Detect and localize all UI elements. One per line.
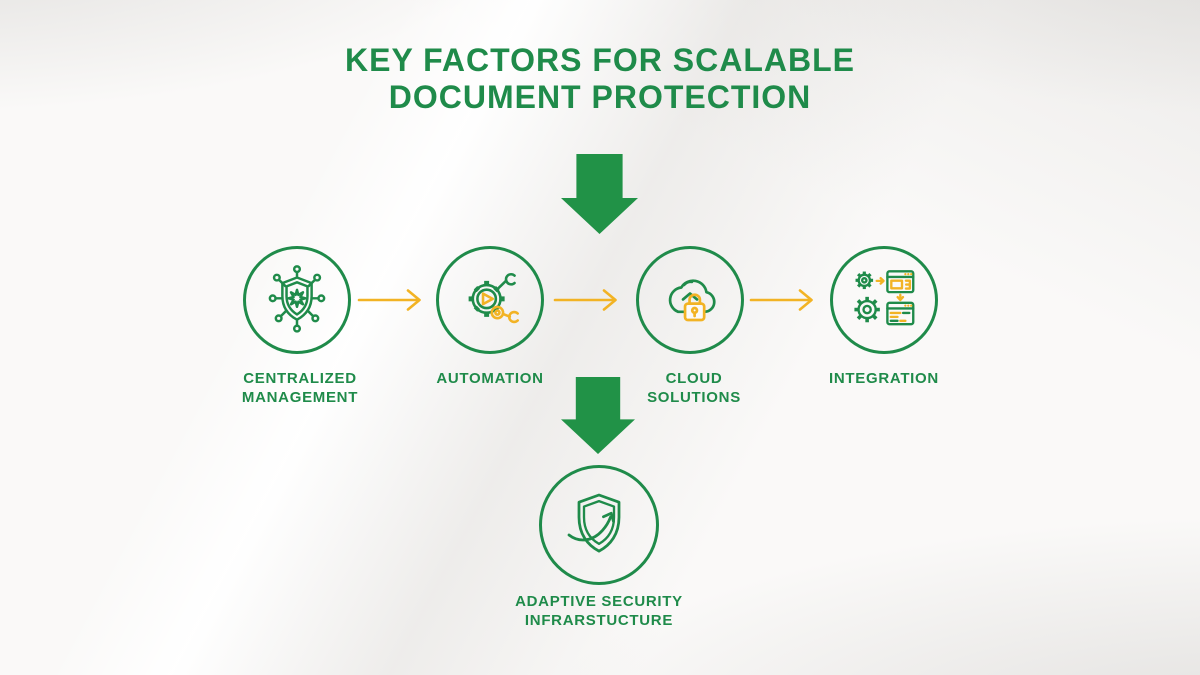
automation-gear-icon [468,272,519,324]
adaptive-shield-icon [567,493,621,553]
label-line: INFRARSTUCTURE [524,612,674,629]
label-cloud-solutions: CLOUD SOLUTIONS [594,369,794,407]
cloud-lock-icon [668,279,716,322]
label-line: AUTOMATION [436,370,544,387]
label-adaptive-security: ADAPTIVE SECURITY INFRARSTUCTURE [479,592,719,630]
node-automation [436,246,544,354]
label-line: INTEGRATION [829,370,939,387]
node-integration [830,246,938,354]
right-arrow-icon [553,289,617,311]
node-cloud-solutions [636,246,744,354]
right-arrow-icon [357,289,421,311]
label-line: SOLUTIONS [647,389,741,406]
page-title: KEY FACTORS FOR SCALABLE DOCUMENT PROTEC… [0,42,1200,116]
label-line: CENTRALIZED [243,370,357,387]
title-line-2: DOCUMENT PROTECTION [388,79,812,115]
label-line: CLOUD [665,370,723,387]
integration-gears-icon [854,270,915,326]
right-arrow-icon [749,289,813,311]
node-centralized-management [243,246,351,354]
node-adaptive-security [539,465,659,585]
label-integration: INTEGRATION [784,369,984,388]
title-line-1: KEY FACTORS FOR SCALABLE [345,42,855,78]
label-centralized-management: CENTRALIZED MANAGEMENT [200,369,400,407]
network-shield-icon [268,265,326,333]
label-automation: AUTOMATION [390,369,590,388]
down-arrow-icon [561,154,638,234]
label-line: ADAPTIVE SECURITY [515,593,683,610]
label-line: MANAGEMENT [241,389,359,406]
